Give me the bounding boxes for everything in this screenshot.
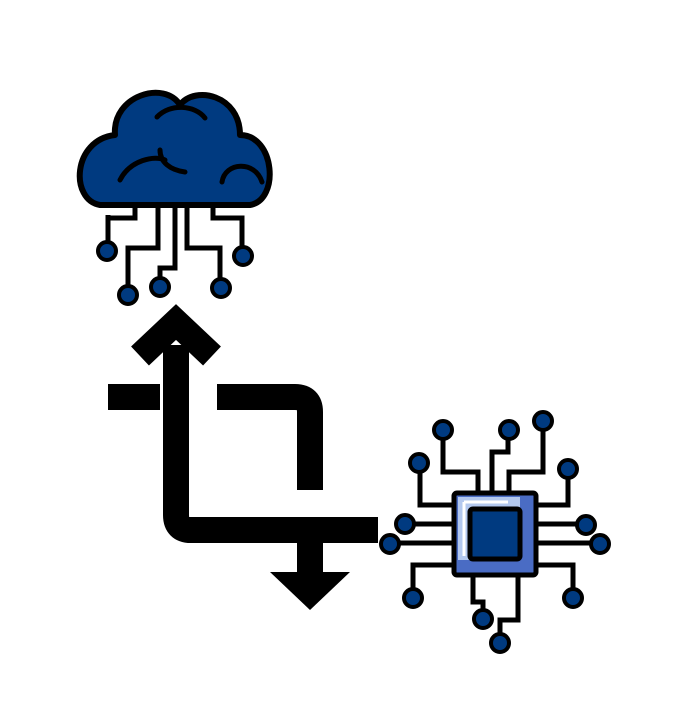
cloud-brain-icon (76, 89, 273, 306)
microchip-icon (379, 410, 611, 654)
bidirectional-elbow-arrow-icon (108, 304, 378, 610)
